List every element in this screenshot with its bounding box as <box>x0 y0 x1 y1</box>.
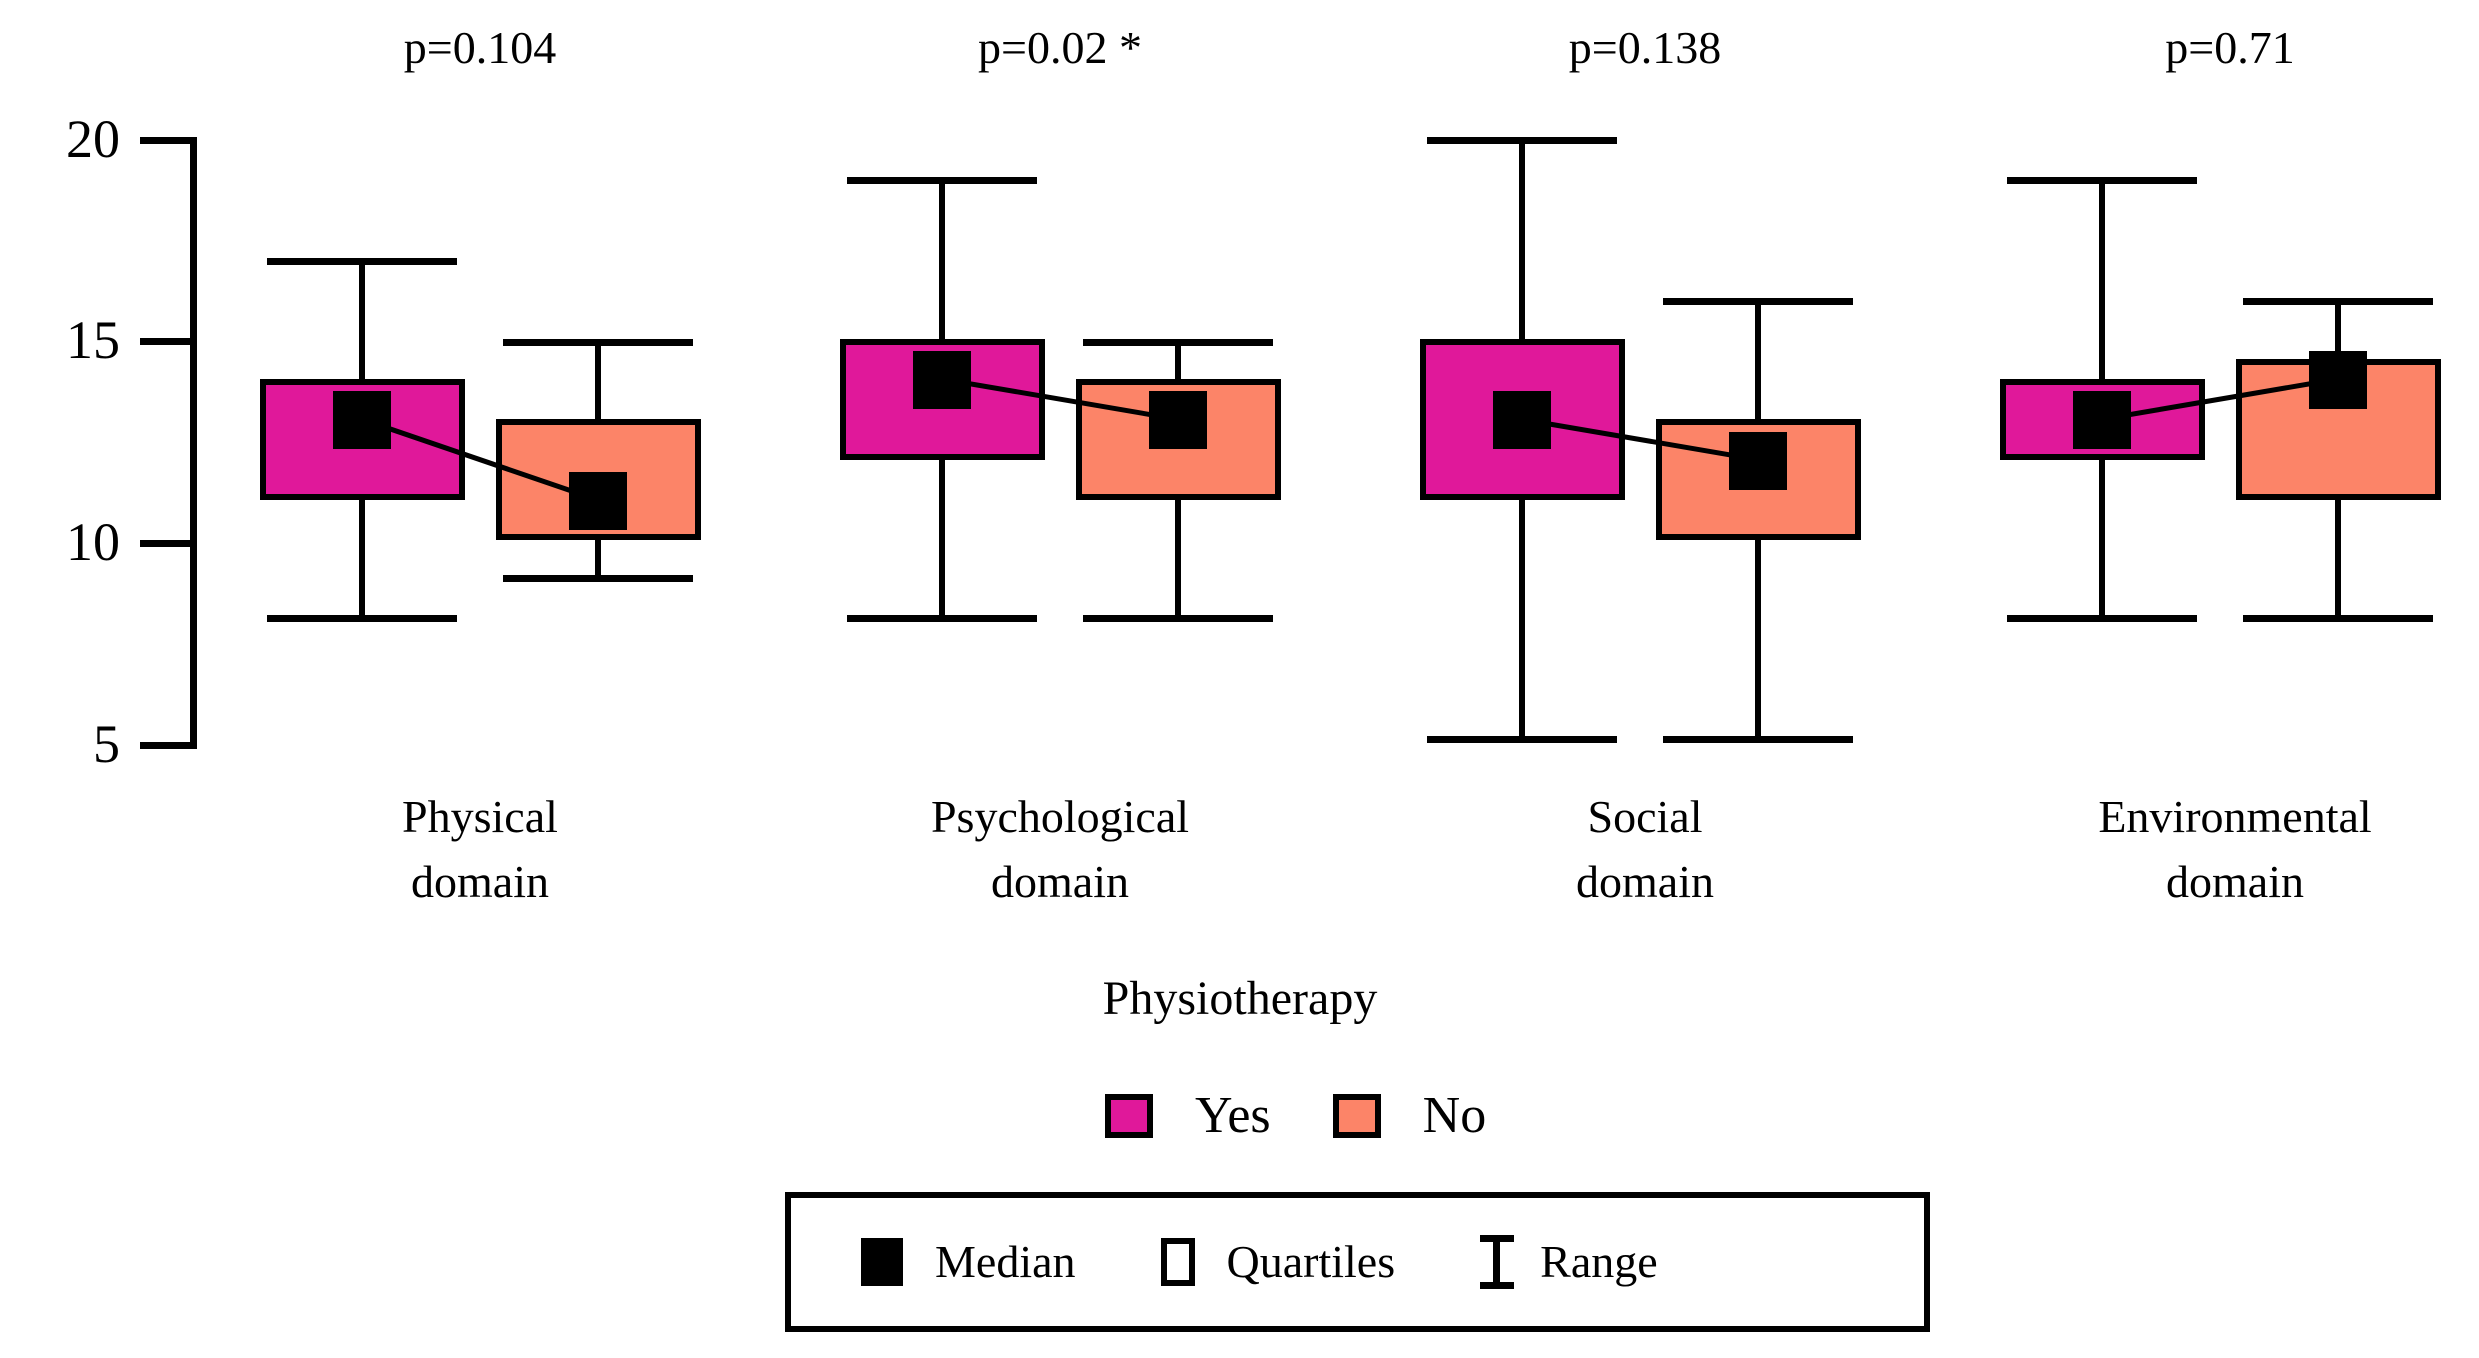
median-marker <box>1729 431 1787 490</box>
median-marker <box>569 472 627 530</box>
category-label-psychological-line2: domain <box>991 856 1129 907</box>
legend-label-range: Range <box>1540 1236 1658 1287</box>
group-legend: Yes No <box>1105 1090 1486 1142</box>
whisker-cap-upper <box>1427 137 1617 144</box>
legend-label-median: Median <box>935 1236 1076 1287</box>
x-axis-title: Physiotherapy <box>1102 972 1378 1025</box>
whisker-upper <box>359 258 365 379</box>
whisker-upper <box>1755 298 1761 420</box>
whisker-cap-lower <box>847 615 1037 622</box>
whisker-cap-upper <box>847 177 1037 185</box>
y-tick-mark-15 <box>140 338 197 345</box>
median-marker <box>1493 391 1551 450</box>
legend-item-range: Range <box>1480 1235 1658 1289</box>
y-tick-label-10: 10 <box>66 512 120 572</box>
legend-label-quartiles: Quartiles <box>1226 1236 1396 1287</box>
whisker-cap-lower <box>267 615 457 622</box>
whisker-lower <box>2099 459 2105 621</box>
whisker-cap-lower <box>503 574 693 582</box>
whisker-cap-upper <box>267 258 457 265</box>
legend-swatch-no <box>1332 1094 1381 1138</box>
y-tick-label-15: 15 <box>66 310 120 370</box>
whisker-lower <box>1175 500 1181 621</box>
quartiles-marker-icon <box>1160 1238 1195 1286</box>
whisker-upper <box>2335 298 2341 359</box>
median-marker <box>2073 391 2131 450</box>
whisker-cap-upper <box>503 338 693 346</box>
median-marker-icon <box>861 1238 903 1286</box>
median-marker <box>913 351 971 409</box>
legend-label-yes: Yes <box>1195 1087 1271 1144</box>
whisker-cap-lower <box>1083 615 1273 622</box>
whisker-upper <box>939 177 945 339</box>
category-label-environmental-line2: domain <box>2166 856 2304 907</box>
category-label-social-line1: Social <box>1587 791 1703 842</box>
whisker-cap-upper <box>1083 338 1273 346</box>
category-label-physical-line2: domain <box>411 856 549 907</box>
whisker-upper <box>1175 338 1181 379</box>
whisker-cap-upper <box>2007 177 2197 185</box>
legend-item-median: Median <box>861 1238 1076 1286</box>
y-tick-mark-20 <box>140 137 197 144</box>
whisker-lower <box>2335 500 2341 621</box>
whisker-cap-lower <box>1427 736 1617 743</box>
category-label-social-line2: domain <box>1576 856 1714 907</box>
category-label-environmental-line1: Environmental <box>2098 791 2372 842</box>
category-label-physical-line1: Physical <box>402 791 558 842</box>
plot-area <box>259 137 2441 743</box>
category-label-psychological-line1: Psychological <box>930 791 1190 842</box>
whisker-cap-upper <box>1663 298 1853 306</box>
pvalue-environmental: p=0.71 <box>2165 22 2295 73</box>
y-tick-label-5: 5 <box>93 714 120 774</box>
whisker-lower <box>939 459 945 621</box>
y-tick-label-20: 20 <box>66 109 120 169</box>
whisker-cap-lower <box>1663 736 1853 743</box>
whisker-lower <box>1519 500 1525 742</box>
whisker-upper <box>2099 177 2105 379</box>
legend-item-quartiles: Quartiles <box>1160 1236 1396 1287</box>
whisker-lower <box>1755 540 1761 742</box>
legend-label-no: No <box>1422 1087 1487 1144</box>
pvalue-physical: p=0.104 <box>403 22 557 73</box>
median-marker <box>1149 391 1207 450</box>
median-marker <box>2309 351 2367 409</box>
range-marker-icon <box>1480 1235 1515 1289</box>
whisker-lower <box>359 500 365 621</box>
pvalue-social: p=0.138 <box>1568 22 1722 73</box>
y-axis-spine <box>190 137 197 749</box>
y-tick-mark-5 <box>140 742 197 749</box>
whisker-cap-lower <box>2243 615 2433 622</box>
pvalue-psychological: p=0.02 * <box>978 22 1142 73</box>
whisker-cap-upper <box>2243 298 2433 306</box>
legend-swatch-yes <box>1105 1094 1153 1138</box>
whisker-lower <box>595 540 601 581</box>
whisker-upper <box>1519 137 1525 339</box>
symbol-legend-box: Median Quartiles Range <box>785 1192 1930 1332</box>
y-tick-mark-10 <box>140 540 197 547</box>
whisker-cap-lower <box>2007 615 2197 622</box>
median-marker <box>333 391 391 450</box>
whisker-upper <box>595 338 601 420</box>
